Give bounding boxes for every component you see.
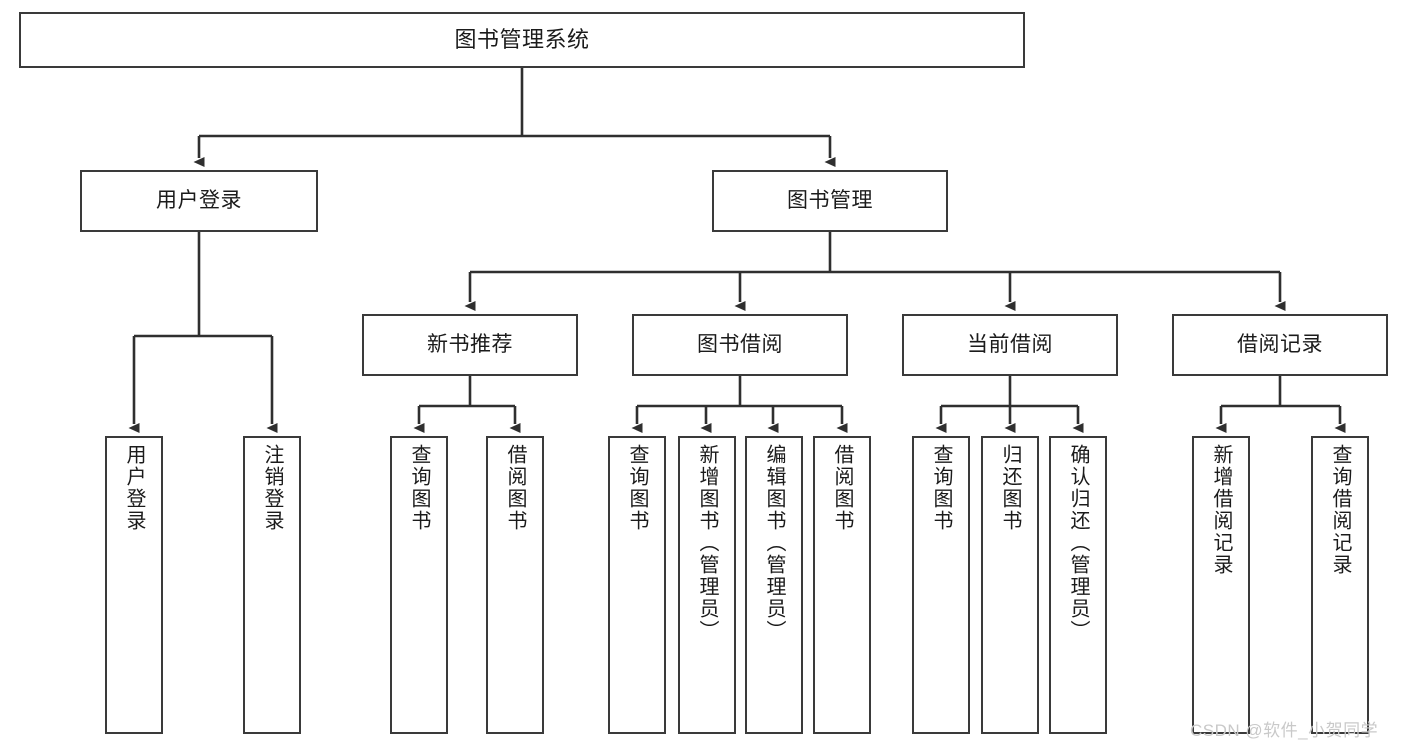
node-label: 注销登录 <box>261 444 283 532</box>
node-label: 编辑图书（管理员） <box>763 444 785 642</box>
node-book-management[interactable]: 图书管理 <box>712 170 948 232</box>
node-label: 新增图书（管理员） <box>696 444 718 642</box>
leaf-book-borrow-add-book-admin[interactable]: 新增图书（管理员） <box>678 436 736 734</box>
leaf-user-login-login[interactable]: 用户登录 <box>105 436 163 734</box>
node-label: 确认归还（管理员） <box>1067 444 1089 642</box>
leaf-new-book-query-book[interactable]: 查询图书 <box>390 436 448 734</box>
node-label: 借阅图书 <box>504 444 526 532</box>
leaf-book-borrow-query-book[interactable]: 查询图书 <box>608 436 666 734</box>
leaf-new-book-borrow-book[interactable]: 借阅图书 <box>486 436 544 734</box>
node-borrow-record[interactable]: 借阅记录 <box>1172 314 1388 376</box>
node-label: 新书推荐 <box>427 332 513 356</box>
leaf-current-borrow-return-book[interactable]: 归还图书 <box>981 436 1039 734</box>
node-root-book-management-system[interactable]: 图书管理系统 <box>19 12 1025 68</box>
node-user-login[interactable]: 用户登录 <box>80 170 318 232</box>
leaf-book-borrow-edit-book-admin[interactable]: 编辑图书（管理员） <box>745 436 803 734</box>
node-label: 当前借阅 <box>967 332 1053 356</box>
node-label: 图书管理 <box>787 188 873 212</box>
leaf-user-login-logout[interactable]: 注销登录 <box>243 436 301 734</box>
node-label: 查询图书 <box>408 444 430 532</box>
leaf-current-borrow-query-book[interactable]: 查询图书 <box>912 436 970 734</box>
csdn-watermark: CSDN @软件_小贺同学 <box>1190 721 1379 740</box>
node-label: 查询借阅记录 <box>1329 444 1351 576</box>
node-label: 图书管理系统 <box>454 27 590 53</box>
node-label: 查询图书 <box>626 444 648 532</box>
node-label: 用户登录 <box>123 444 145 532</box>
leaf-current-borrow-confirm-return-admin[interactable]: 确认归还（管理员） <box>1049 436 1107 734</box>
node-label: 归还图书 <box>999 444 1021 532</box>
node-label: 图书借阅 <box>697 332 783 356</box>
leaf-book-borrow-borrow-book[interactable]: 借阅图书 <box>813 436 871 734</box>
node-new-book-recommend[interactable]: 新书推荐 <box>362 314 578 376</box>
node-book-borrow[interactable]: 图书借阅 <box>632 314 848 376</box>
node-label: 新增借阅记录 <box>1210 444 1232 576</box>
leaf-borrow-record-query-record[interactable]: 查询借阅记录 <box>1311 436 1369 734</box>
node-label: 借阅记录 <box>1237 332 1323 356</box>
leaf-borrow-record-add-record[interactable]: 新增借阅记录 <box>1192 436 1250 734</box>
node-label: 查询图书 <box>930 444 952 532</box>
node-label: 用户登录 <box>156 188 242 212</box>
node-current-borrow[interactable]: 当前借阅 <box>902 314 1118 376</box>
node-label: 借阅图书 <box>831 444 853 532</box>
